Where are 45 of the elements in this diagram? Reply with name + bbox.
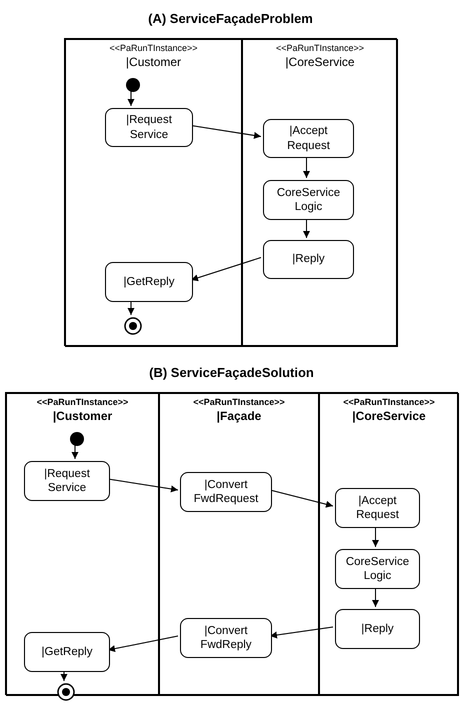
swimlane xyxy=(319,393,459,696)
lane-name: |Customer xyxy=(124,55,182,69)
lane-name: |CoreService xyxy=(351,409,427,423)
lane-name: |Façade xyxy=(216,409,262,423)
final-node xyxy=(57,683,75,701)
action-box: |GetReply xyxy=(105,262,193,302)
stereotype-label: <<PaRunTInstance>> xyxy=(108,43,199,53)
frame-heading: (B) ServiceFaçadeSolution xyxy=(148,365,315,380)
action-box: CoreService Logic xyxy=(335,549,420,589)
action-box: |Accept Request xyxy=(335,488,420,528)
stereotype-label: <<PaRunTInstance>> xyxy=(342,397,436,407)
stereotype-label: <<PaRunTInstance>> xyxy=(36,397,130,407)
arrow xyxy=(190,125,262,139)
arrow xyxy=(372,526,379,548)
action-box: CoreService Logic xyxy=(263,180,354,220)
arrow xyxy=(372,586,379,608)
action-box: |Accept Request xyxy=(263,119,354,158)
stereotype-label: <<PaRunTInstance>> xyxy=(274,43,366,53)
swimlane xyxy=(159,393,319,696)
action-box: |Request Service xyxy=(24,461,110,501)
arrow xyxy=(108,636,178,652)
arrow xyxy=(270,490,334,508)
lane-name: |CoreService xyxy=(284,55,356,69)
arrow xyxy=(108,478,178,492)
arrow xyxy=(270,626,334,638)
frame-heading: (A) ServiceFaçadeProblem xyxy=(147,11,314,26)
action-box: |Reply xyxy=(263,240,354,279)
arrow xyxy=(128,90,134,106)
arrow xyxy=(303,218,310,238)
action-box: |Convert FwdReply xyxy=(180,618,272,658)
final-node xyxy=(124,317,142,335)
action-box: |Reply xyxy=(335,609,420,649)
arrow xyxy=(190,257,262,282)
action-box: |Request Service xyxy=(105,108,193,147)
swimlane xyxy=(242,39,398,347)
lane-name: |Customer xyxy=(52,409,114,423)
arrow xyxy=(303,156,310,178)
arrow xyxy=(128,300,134,316)
arrow xyxy=(72,444,78,460)
stereotype-label: <<PaRunTInstance>> xyxy=(192,397,286,407)
initial-node xyxy=(69,431,85,447)
initial-node xyxy=(125,77,141,93)
action-box: |GetReply xyxy=(24,632,110,672)
action-box: |Convert FwdRequest xyxy=(180,472,272,512)
swimlane xyxy=(65,39,242,347)
